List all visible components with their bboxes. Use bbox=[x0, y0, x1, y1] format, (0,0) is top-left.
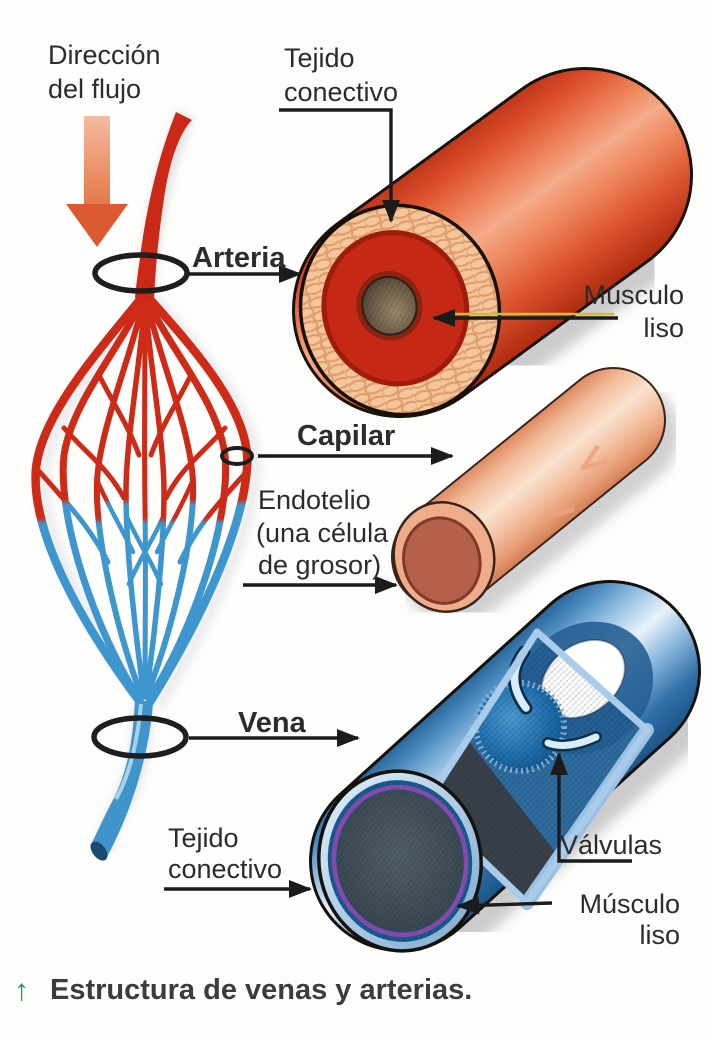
vein-purple-ring bbox=[331, 784, 469, 938]
capillary-section-marker-ellipse bbox=[220, 446, 254, 466]
vein-cross-section bbox=[317, 769, 483, 953]
connective-tissue-vein-label-line2: conectivo bbox=[168, 854, 282, 884]
endothelium-label-line1: Endotelio bbox=[258, 485, 371, 515]
figure-caption: ↑ Estructura de venas y arterias. bbox=[14, 974, 472, 1007]
capillary-cross-section bbox=[392, 501, 496, 613]
connective-tissue-vein-label-line1: Tejido bbox=[168, 823, 239, 853]
vein-cutaway-window bbox=[421, 621, 654, 910]
smooth-muscle-artery-label-line1: Músculo bbox=[583, 280, 684, 310]
valvulas-leader bbox=[550, 752, 632, 863]
vein-section-marker-ellipse bbox=[91, 715, 189, 759]
venule-vessel bbox=[90, 700, 153, 861]
endothelium-label-line2: (una célula bbox=[256, 518, 389, 548]
endothelium-label-line3: de grosor) bbox=[258, 550, 381, 580]
connective-tissue-artery-label-line1: Tejido bbox=[284, 43, 355, 73]
musculo-liso-vena-leader bbox=[456, 896, 553, 915]
capillary-network bbox=[31, 291, 252, 707]
smooth-muscle-vein-label-line2: liso bbox=[639, 920, 680, 950]
flow-direction-label-line1: Dirección bbox=[48, 40, 161, 70]
labels: Dirección del flujo Tejido conectivo Art… bbox=[48, 40, 684, 950]
artery-label: Arteria bbox=[192, 242, 286, 274]
connective-tissue-artery-label-line2: conectivo bbox=[284, 77, 398, 107]
capillary-endothelium-opening bbox=[402, 516, 482, 605]
capillary-label: Capilar bbox=[297, 420, 395, 452]
tejido-conectivo-arteria-leader bbox=[279, 108, 400, 223]
caption-text: Estructura de venas y arterias. bbox=[50, 974, 472, 1006]
smooth-muscle-vein-label-line1: Músculo bbox=[579, 889, 680, 919]
vein-label: Vena bbox=[238, 707, 307, 739]
caption-up-arrow-icon: ↑ bbox=[14, 974, 29, 1007]
artery-cross-section bbox=[298, 203, 502, 417]
valves-label: Válvulas bbox=[560, 830, 662, 860]
flow-direction-arrow bbox=[66, 116, 128, 247]
smooth-muscle-artery-label-line2: liso bbox=[643, 313, 684, 343]
flow-direction-label-line2: del flujo bbox=[48, 74, 141, 104]
artery-section-marker-ellipse bbox=[92, 252, 190, 294]
